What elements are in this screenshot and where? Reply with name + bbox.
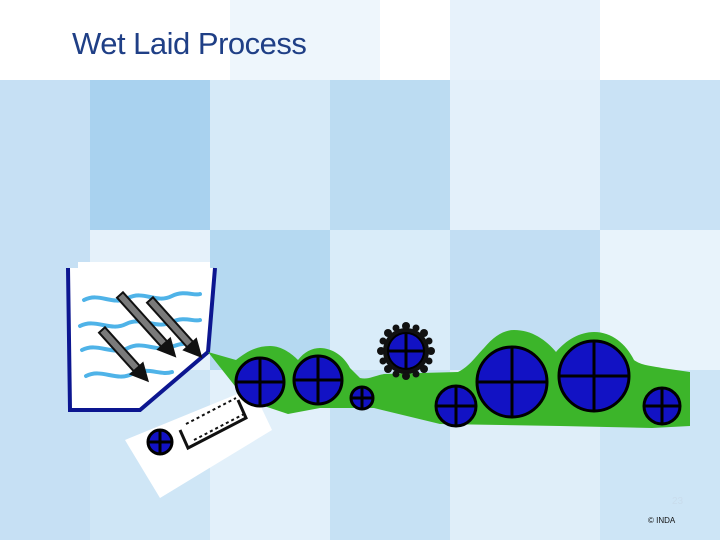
fiber-arrow-icon [97, 290, 203, 383]
copyright-label: © INDA [648, 516, 676, 525]
headbox-tank [66, 262, 217, 412]
roller-crosshair [148, 341, 680, 454]
slide-number: 23 [672, 496, 684, 507]
gear-roller-icon [377, 322, 435, 380]
inclined-wire [125, 388, 272, 498]
slide-title: Wet Laid Process [72, 26, 307, 61]
